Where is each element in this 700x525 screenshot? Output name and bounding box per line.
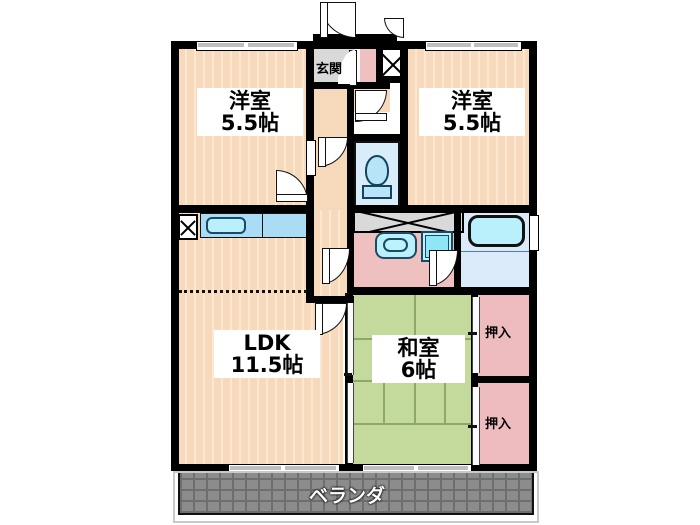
interior-wall-bedroom-left-bottom [171, 205, 314, 213]
ldk-zoning-dotted-line [179, 290, 307, 293]
pipe-shaft-icon [178, 214, 198, 240]
closet-upper-floor [477, 293, 530, 376]
range-hood-cross-icon [353, 210, 464, 233]
label-ldk: LDK 11.5帖 [214, 330, 320, 379]
label-bedroom-right-name: 洋室 [451, 89, 493, 113]
entrance-door-leaf[interactable] [320, 2, 328, 38]
genkan-recess-wall [313, 34, 321, 49]
window-ldk-balcony-pane [230, 466, 281, 470]
window-washitsu-balcony-pane [364, 466, 414, 470]
label-bedroom-right-size: 5.5帖 [442, 111, 502, 136]
label-washitsu: 和室 6帖 [372, 335, 465, 384]
door-bedroom-right-leaf[interactable] [355, 113, 387, 121]
label-bedroom-left: 洋室 5.5帖 [197, 88, 303, 137]
label-ldk-size: 11.5帖 [230, 353, 304, 378]
sliding-door-ldk-washitsu[interactable] [347, 303, 354, 375]
interior-wall-bedroom-left-right [306, 41, 314, 213]
closet-lower-handle[interactable] [468, 425, 477, 428]
closet-divider-wall [471, 376, 537, 383]
closet-upper-door[interactable] [472, 297, 480, 373]
toilet-tank [362, 185, 392, 199]
sliding-door-handle[interactable] [344, 373, 352, 376]
window-bedroom-right-pane [427, 43, 471, 47]
washroom-wall-left [347, 213, 354, 295]
sliding-door-ldk-washitsu[interactable] [347, 383, 354, 463]
exterior-wall-left [171, 41, 179, 471]
interior-wall-bedroom-right-bottom [400, 205, 537, 213]
window-hallway [306, 140, 316, 176]
tatami-seam [414, 293, 416, 338]
door-bathroom-leaf[interactable] [429, 250, 437, 286]
door-toilet-leaf[interactable] [318, 137, 326, 167]
label-bedroom-right: 洋室 5.5帖 [419, 88, 525, 137]
genkan-wall-bottom-right [383, 76, 408, 83]
kitchen-sink-bowl [206, 217, 246, 234]
label-closet-lower: 押入 [485, 417, 512, 432]
hallway-wall-left-lower [306, 213, 314, 303]
exterior-wall-bottom [171, 464, 537, 471]
window-washitsu-balcony-pane [418, 466, 468, 470]
tatami-seam [414, 380, 416, 425]
label-bedroom-left-size: 5.5帖 [220, 111, 280, 136]
hallway-wall-bottom [306, 296, 354, 303]
window-bedroom-right-pane [474, 43, 518, 47]
door-washroom-leaf[interactable] [322, 248, 330, 284]
closet-upper-handle[interactable] [468, 332, 477, 335]
label-ldk-name: LDK [243, 331, 291, 355]
exterior-wall-top [171, 41, 537, 49]
window-ldk-balcony-pane [285, 466, 336, 470]
toilet-wall-left [347, 134, 354, 213]
window-bedroom-left [196, 41, 298, 51]
exterior-wall-right [529, 41, 537, 471]
shoe-cupboard [360, 48, 376, 86]
toilet-wall-top [347, 134, 407, 141]
genkan-interior-door-swing[interactable] [338, 50, 355, 84]
interior-wall-washitsu-left [345, 293, 353, 471]
wash-basin-bowl [383, 238, 408, 252]
genkan-wall-right [376, 48, 383, 86]
counter-divider [262, 213, 263, 238]
label-bedroom-left-name: 洋室 [229, 89, 271, 113]
window-bathroom [529, 215, 539, 251]
label-washitsu-name: 和室 [397, 336, 440, 360]
interior-wall-bedroom-right-left [400, 41, 408, 213]
label-genkan: 玄関 [316, 62, 343, 77]
window-bedroom-right [425, 41, 522, 51]
door-bedroom-left-leaf[interactable] [276, 194, 308, 202]
genkan-recess-wall [389, 34, 397, 49]
toilet-bowl [365, 155, 389, 186]
veranda-label: ベランダ [309, 485, 386, 507]
window-bedroom-left-pane [248, 43, 294, 47]
veranda-area [178, 471, 534, 515]
veranda-outer-edge [173, 471, 539, 523]
label-closet-upper: 押入 [485, 326, 512, 341]
bathtub [468, 215, 525, 247]
closet-lower-floor [477, 383, 530, 468]
label-washitsu-size: 6帖 [400, 358, 437, 383]
window-bedroom-left-pane [198, 43, 244, 47]
toilet-wall-bottom [347, 205, 407, 213]
bathroom-divider [461, 251, 530, 252]
washroom-wall-bottom [347, 287, 537, 295]
interior-wall-hallway-right [347, 88, 354, 136]
